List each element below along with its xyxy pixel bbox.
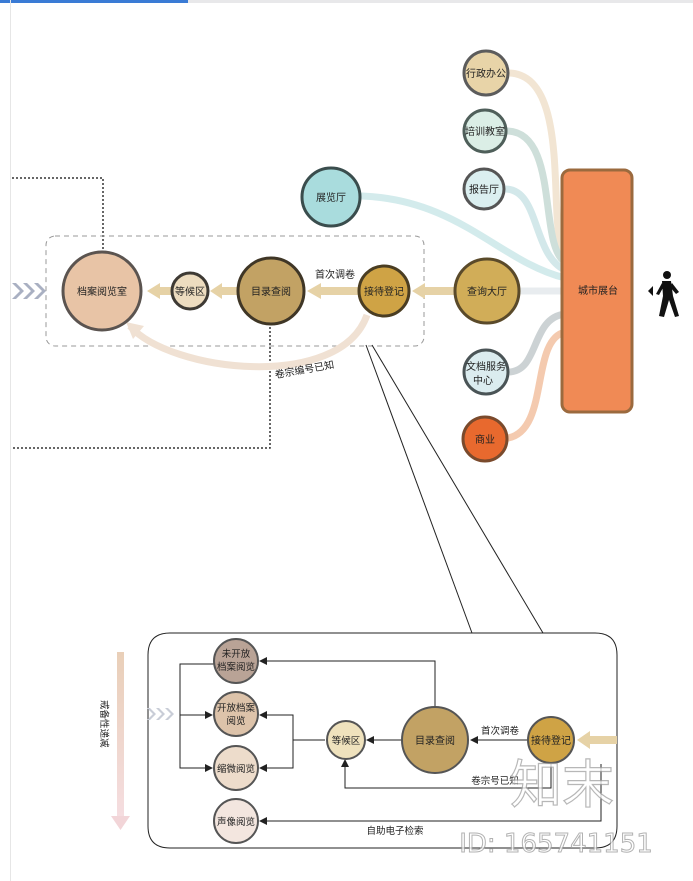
detail-catalog-label: 目录查阅: [415, 734, 455, 747]
entry-chevrons: [12, 283, 46, 299]
detail-registration-node: [527, 716, 575, 764]
closed-archive-label-1: 未开放: [222, 648, 251, 660]
doc-service-node: [462, 348, 510, 396]
detail-panel: [147, 632, 618, 849]
detail-entry-chevrons: [147, 708, 174, 720]
catalog-node: [236, 256, 306, 326]
training-room-node: [462, 108, 508, 154]
waiting-area-node: [170, 271, 210, 311]
walking-person-icon: [656, 271, 679, 317]
detail-connectors: [179, 657, 602, 825]
detail-entry-arrow-head: [577, 731, 590, 749]
city-platform-node: [560, 168, 634, 414]
first-retrieval-label: 首次调卷: [315, 268, 355, 281]
microfilm-label: 缩微阅览: [217, 763, 255, 775]
catalog-label: 目录查阅: [251, 285, 291, 298]
detail-first-retrieval-label: 首次调卷: [481, 725, 520, 737]
training-room-label: 培训教室: [465, 125, 505, 138]
admin-office-node: [462, 49, 510, 97]
detail-open-archive-node: [213, 691, 259, 737]
security-decreasing-label: 戒备性递减: [98, 700, 110, 748]
city-platform-label: 城市展台: [578, 284, 618, 297]
reading-room-node: [61, 250, 143, 332]
link-lecture: [501, 185, 569, 274]
inquiry-hall-label: 查询大厅: [467, 285, 507, 298]
detail-closed-archive-node: [213, 638, 259, 684]
top-progress-accent: [0, 0, 188, 3]
registration-label: 接待登记: [364, 285, 404, 298]
exhibition-hall-label: 展览厅: [316, 191, 346, 204]
self-search-label: 自助电子检索: [366, 825, 423, 837]
link-exhibition: [358, 192, 569, 282]
detail-audio-video-node: [213, 798, 259, 844]
zoom-line-left: [365, 344, 473, 634]
closed-archive-label-2: 档案阅览: [217, 661, 255, 673]
admin-office-label: 行政办公: [466, 67, 506, 80]
doc-service-label-2: 中心: [473, 374, 493, 387]
lecture-hall-node: [462, 167, 506, 211]
waiting-area-label: 等候区: [175, 285, 205, 298]
open-archive-label-2: 阅览: [226, 715, 245, 727]
exhibition-hall-node: [300, 166, 362, 228]
reading-room-label: 档案阅览室: [77, 285, 127, 298]
registration-node: [357, 264, 411, 318]
detail-microfilm-node: [213, 745, 259, 791]
detail-registration-label: 接待登记: [531, 734, 571, 747]
flow-arrows: [147, 283, 455, 299]
commercial-node: [461, 415, 509, 463]
link-doc-service: [504, 310, 569, 376]
detail-waiting-area-label: 等候区: [332, 735, 361, 747]
watermark-brand: 知末: [510, 756, 614, 816]
top-progress-bar: [0, 0, 693, 3]
security-gradient-bar: [117, 652, 124, 817]
link-admin: [504, 69, 569, 256]
return-arc-head: [126, 322, 144, 339]
inquiry-hall-node: [453, 257, 521, 325]
link-training: [502, 127, 569, 266]
zoom-line-right: [371, 344, 544, 634]
link-commercial: [504, 328, 569, 442]
watermark-id: ID: 165741151: [459, 829, 653, 859]
detail-catalog-node: [401, 706, 469, 774]
dotted-connector-bottom: [12, 323, 271, 449]
platform-pointer: [648, 286, 653, 296]
dotted-connector-top: [12, 177, 104, 250]
detail-number-known-label: 卷宗号已知: [471, 775, 519, 787]
detail-waiting-area-node: [326, 720, 366, 760]
commercial-label: 商业: [475, 433, 495, 446]
security-gradient-head: [111, 816, 130, 830]
return-arc: [127, 313, 371, 371]
doc-service-label-1: 文档服务: [466, 360, 506, 373]
detail-entry-arrow: [590, 736, 617, 744]
lecture-hall-label: 报告厅: [469, 183, 499, 196]
city-links: [358, 69, 569, 442]
open-archive-label-1: 开放档案: [217, 702, 256, 714]
audio-video-label: 声像阅览: [217, 816, 255, 828]
left-rule: [10, 0, 11, 881]
